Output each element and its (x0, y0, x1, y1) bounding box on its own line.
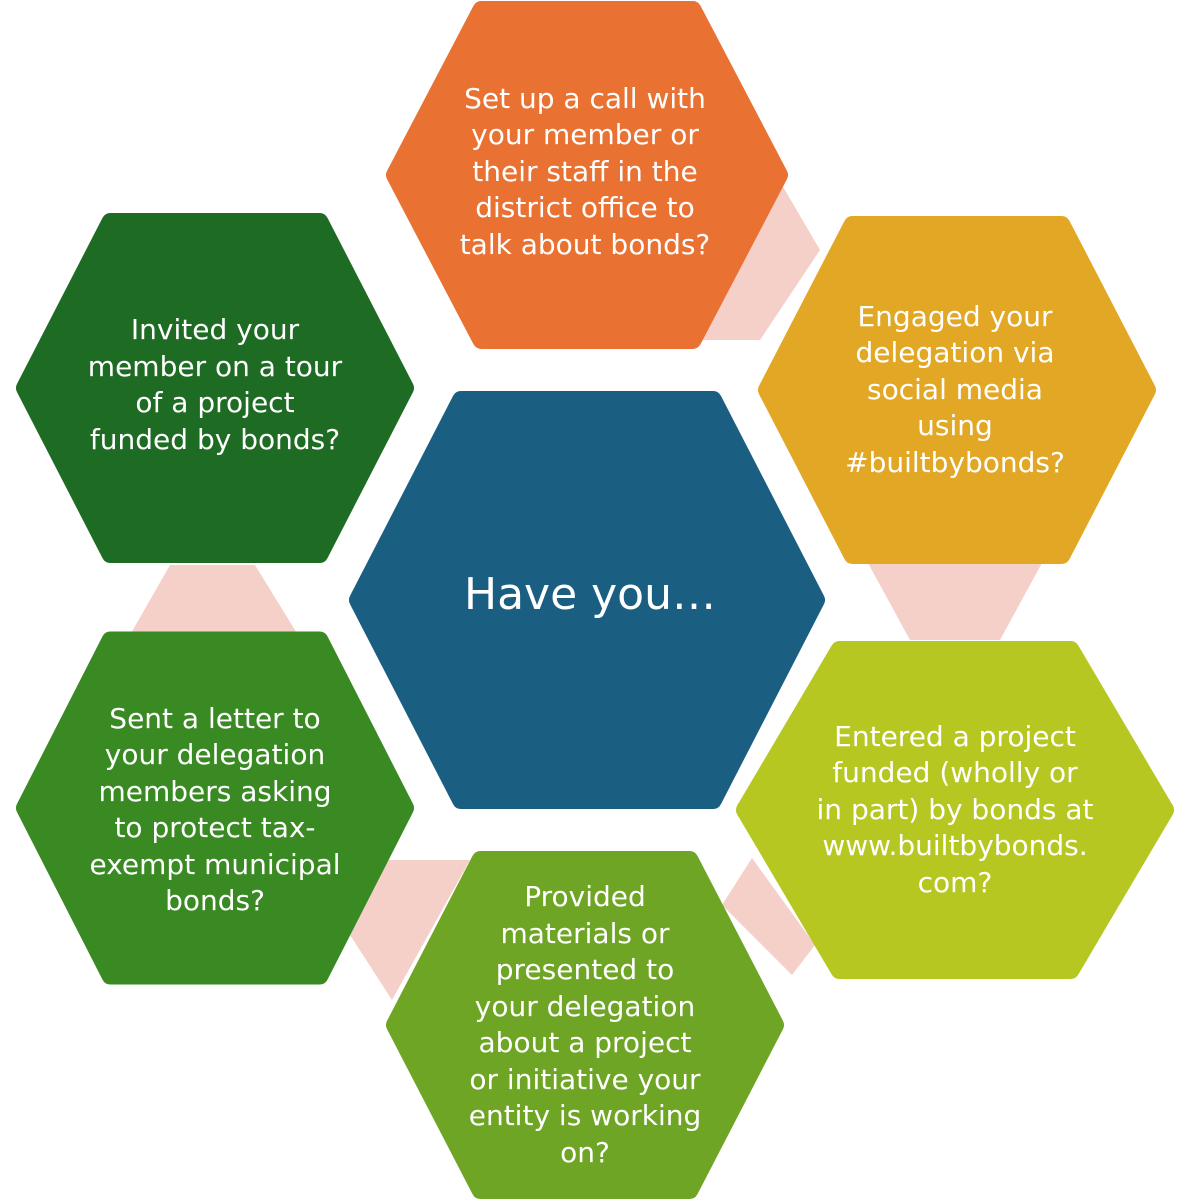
hexagon-layer (16, 1, 1174, 1199)
hexagon-invite-tour (16, 213, 414, 563)
connector-materials-to-letter (350, 860, 470, 1000)
hexagon-send-letter (16, 631, 414, 985)
connector-layer (130, 185, 1042, 1000)
connector-call-to-social (698, 185, 820, 340)
hexagon-provide-materials (386, 851, 784, 1199)
connector-social-to-project (868, 563, 1042, 640)
connector-project-to-materials (722, 858, 815, 975)
center-hexagon (349, 391, 825, 809)
connector-letter-to-tour (130, 565, 298, 635)
hexagon-enter-project (736, 641, 1174, 979)
hexagon-call (386, 1, 788, 349)
hexagon-social-media (758, 216, 1156, 564)
